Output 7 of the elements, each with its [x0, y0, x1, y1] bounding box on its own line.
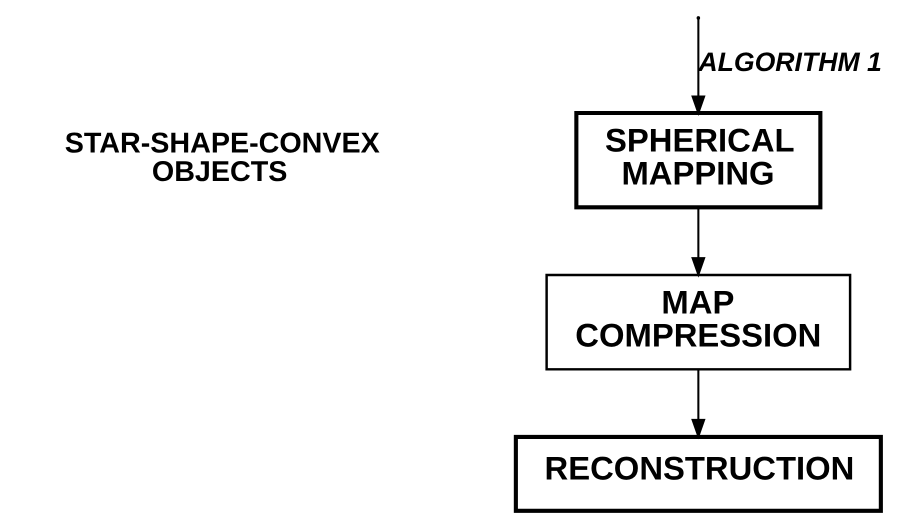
node-box: RECONSTRUCTION	[514, 434, 883, 512]
arrow	[691, 370, 706, 439]
arrow	[691, 18, 706, 116]
arrow	[691, 207, 706, 278]
node-box: MAP COMPRESSION	[545, 273, 852, 370]
label: STAR-SHAPE-CONVEX OBJECTS	[64, 126, 380, 188]
node-box: SPHERICAL MAPPING	[574, 110, 822, 209]
